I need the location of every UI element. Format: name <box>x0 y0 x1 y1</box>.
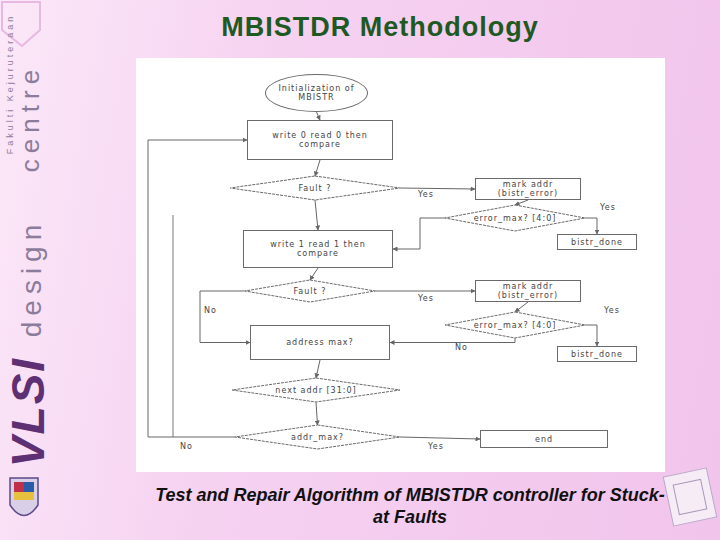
node-label-group: error_max? [4:0] <box>474 321 557 330</box>
node-label-group: write 0 read 0 then compare <box>257 131 384 149</box>
node-text: bistr_done <box>571 238 623 247</box>
start-oval: Initialization of MBISTR <box>265 74 368 112</box>
node-label-group: mark addr (bistr_error) <box>482 180 574 198</box>
node-label-group: Fault ? <box>299 184 332 193</box>
node-label-group: Fault ? <box>294 287 327 296</box>
process-box: write 1 read 1 then compare <box>243 230 393 268</box>
slide-caption: Test and Repair Algorithm of MBISTDR con… <box>150 484 670 528</box>
flowchart-panel <box>136 58 665 472</box>
university-logo <box>10 478 38 516</box>
node-text: addr_max? <box>291 433 344 442</box>
flow-connector <box>148 140 247 437</box>
flow-connector <box>317 112 321 120</box>
flow-connector <box>515 200 528 205</box>
process-box: write 0 read 0 then compare <box>247 120 393 160</box>
flow-connector <box>400 437 480 439</box>
slide-title: MBISTDR Methodology <box>120 12 640 43</box>
node-label-group: mark addr (bistr_error) <box>482 282 574 300</box>
decision-diamond: addr_max? <box>235 425 400 449</box>
process-box: bistr_done <box>557 234 637 250</box>
flow-line <box>173 215 174 437</box>
process-box: bistr_done <box>557 346 637 362</box>
edge-label: No <box>455 343 468 352</box>
node-text: Fault ? <box>299 184 332 193</box>
edge-label: Yes <box>600 203 616 212</box>
flow-connector <box>390 338 515 343</box>
node-label-group: end <box>535 435 553 444</box>
flow-connector <box>315 200 318 230</box>
node-text: address max? <box>286 338 354 347</box>
node-text: error_max? [4:0] <box>474 214 557 223</box>
flow-connector <box>316 402 318 425</box>
side-label: centre <box>15 64 46 172</box>
flow-connector <box>375 291 475 292</box>
edge-label: No <box>180 442 193 451</box>
process-box: end <box>480 430 608 448</box>
side-label: VLSI <box>1 357 55 467</box>
node-label-group: bistr_done <box>571 238 623 247</box>
node-label-group: address max? <box>286 338 354 347</box>
process-box: mark addr (bistr_error) <box>475 178 581 200</box>
node-label-group: next addr [31:0] <box>275 386 356 395</box>
node-text: write 0 read 0 then compare <box>257 131 384 149</box>
decision-diamond: error_max? [4:0] <box>445 205 585 231</box>
node-text: end <box>535 435 553 444</box>
node-text: write 1 read 1 then compare <box>253 240 383 258</box>
decision-diamond: error_max? [4:0] <box>445 312 585 338</box>
flow-connector <box>316 360 320 378</box>
flow-connector <box>515 302 528 312</box>
node-text: mark addr (bistr_error) <box>482 180 574 198</box>
flow-connector <box>585 218 597 234</box>
flow-connector <box>310 268 318 280</box>
node-text: next addr [31:0] <box>275 386 356 395</box>
edge-label: Yes <box>604 306 620 315</box>
flow-connector <box>315 160 320 176</box>
node-label-group: bistr_done <box>571 350 623 359</box>
decision-diamond: Fault ? <box>230 176 400 200</box>
flow-connector <box>200 291 250 343</box>
decision-diamond: next addr [31:0] <box>232 378 400 402</box>
node-text: Fault ? <box>294 287 327 296</box>
decision-diamond: Fault ? <box>245 280 375 302</box>
centre-emblem <box>663 468 716 526</box>
flow-connector <box>585 325 597 346</box>
flow-connector <box>400 188 475 189</box>
process-box: mark addr (bistr_error) <box>475 280 581 302</box>
edge-label: Yes <box>418 294 434 303</box>
side-label: design <box>16 219 48 338</box>
node-text: Initialization of MBISTR <box>272 84 361 102</box>
edge-label: No <box>204 306 217 315</box>
edge-label: Yes <box>418 190 434 199</box>
process-box: address max? <box>250 325 390 360</box>
flow-connector <box>393 218 445 249</box>
node-text: mark addr (bistr_error) <box>482 282 574 300</box>
edge-label: Yes <box>428 442 444 451</box>
side-label: Fakulti Kejuruteraan <box>5 14 15 155</box>
node-label-group: Initialization of MBISTR <box>272 84 361 102</box>
node-label-group: addr_max? <box>291 433 344 442</box>
node-label-group: write 1 read 1 then compare <box>253 240 383 258</box>
node-text: error_max? [4:0] <box>474 321 557 330</box>
node-label-group: error_max? [4:0] <box>474 214 557 223</box>
node-text: bistr_done <box>571 350 623 359</box>
